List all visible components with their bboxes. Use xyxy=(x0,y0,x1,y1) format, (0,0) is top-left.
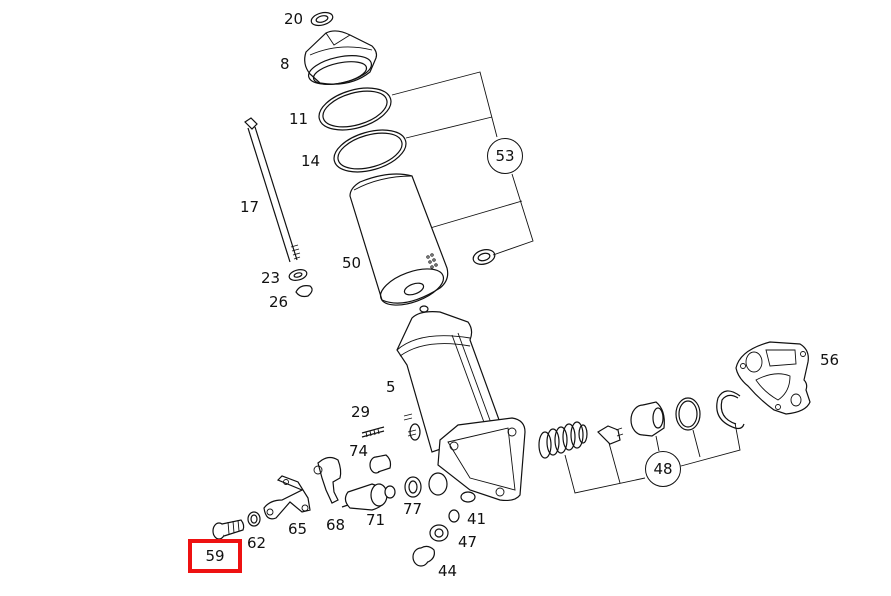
part-47-seal-icon xyxy=(429,524,449,542)
part-label-44: 44 xyxy=(438,562,458,580)
part-label-74: 74 xyxy=(349,442,369,460)
part-label-50: 50 xyxy=(342,254,362,272)
part-29-stud-icon xyxy=(361,426,385,438)
part-50-filter-cartridge-icon xyxy=(349,173,449,306)
part-label-47: 47 xyxy=(458,533,478,551)
part-label-68: 68 xyxy=(326,516,346,534)
part-41-plug-icon xyxy=(448,509,460,523)
filter-mesh-icon xyxy=(426,253,438,269)
part-label-77: 77 xyxy=(403,500,423,518)
piston-icon xyxy=(630,401,665,437)
part-23-washer-icon xyxy=(288,269,308,281)
part-71-sensor-icon xyxy=(341,483,396,511)
part-74-plug-icon xyxy=(369,454,392,474)
part-label-20: 20 xyxy=(284,10,304,28)
part-label-11: 11 xyxy=(289,110,309,128)
part-68-bracket-icon xyxy=(313,456,342,504)
part-62-washer-icon xyxy=(247,511,261,527)
seal-ring-icon xyxy=(472,249,496,265)
o-ring-icon xyxy=(675,397,701,431)
part-label-26: 26 xyxy=(269,293,289,311)
part-65-bracket-icon xyxy=(263,475,311,520)
highlighted-part-59[interactable]: 59 xyxy=(188,539,242,573)
valve-icon xyxy=(597,425,624,445)
callout-53-leaders xyxy=(391,71,534,256)
part-5-housing-icon xyxy=(396,305,526,503)
part-label-14: 14 xyxy=(301,152,321,170)
callout-48-leaders xyxy=(564,422,741,494)
part-label-23: 23 xyxy=(261,269,281,287)
part-label-5: 5 xyxy=(386,378,396,396)
part-label-29: 29 xyxy=(351,403,371,421)
part-label-41: 41 xyxy=(467,510,487,528)
part-11-oring-icon xyxy=(318,87,392,131)
part-8-cap-icon xyxy=(304,30,378,85)
part-59-bolt-icon xyxy=(212,519,245,540)
group-callout-53[interactable]: 53 xyxy=(487,138,523,174)
part-14-oring-icon xyxy=(333,129,407,173)
snap-ring-icon xyxy=(716,390,745,430)
part-56-gasket-icon xyxy=(735,341,811,415)
part-label-71: 71 xyxy=(366,511,386,529)
part-17-bolt-icon xyxy=(244,117,301,263)
part-26-clip-icon xyxy=(295,285,313,298)
part-label-17: 17 xyxy=(240,198,260,216)
part-20-washer-icon xyxy=(310,11,334,27)
part-label-56: 56 xyxy=(820,351,840,369)
part-label-8: 8 xyxy=(280,55,290,73)
part-44-plug-icon xyxy=(412,545,435,567)
part-label-62: 62 xyxy=(247,534,267,552)
part-label-65: 65 xyxy=(288,520,308,538)
spring-icon xyxy=(538,421,588,459)
group-callout-48[interactable]: 48 xyxy=(645,451,681,487)
part-77-seal-icon xyxy=(404,476,422,498)
